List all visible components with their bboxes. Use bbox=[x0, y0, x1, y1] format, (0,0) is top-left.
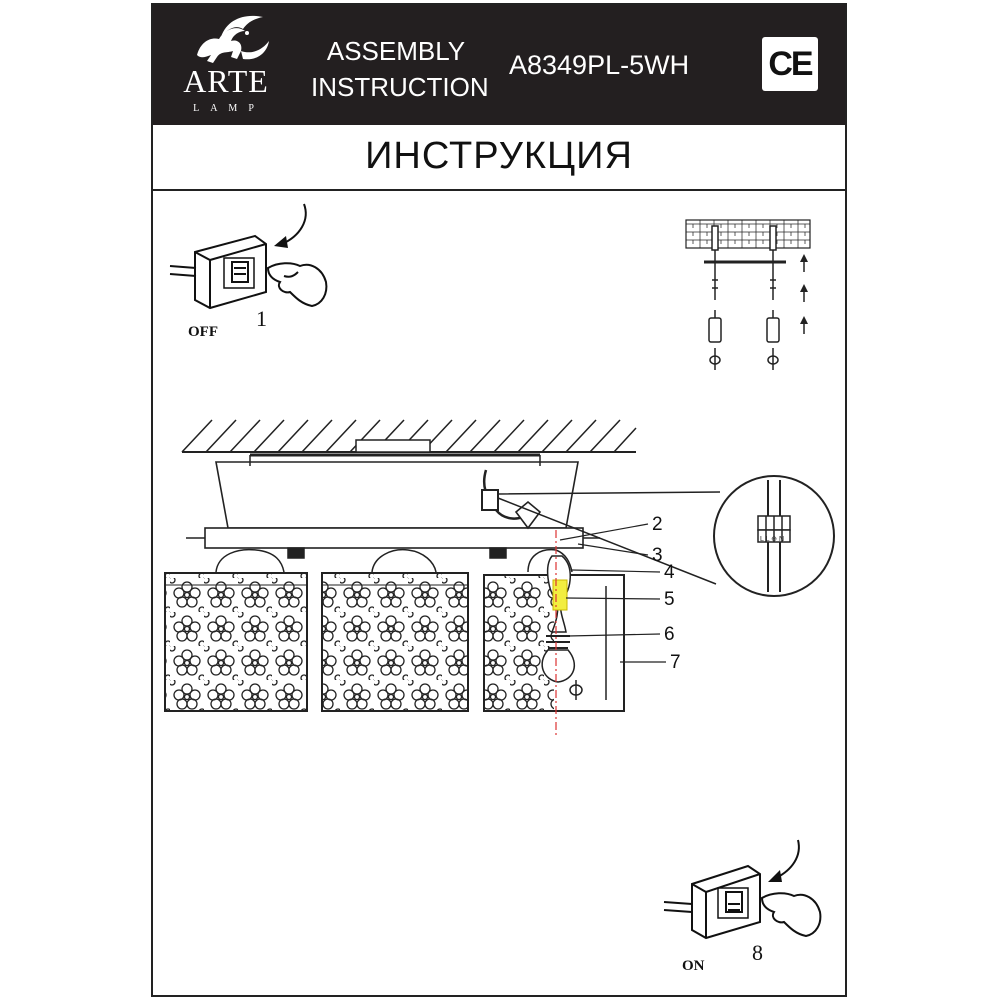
switch-state-off: OFF bbox=[188, 324, 218, 340]
light-bulb bbox=[541, 649, 576, 683]
griffin-logo-icon bbox=[197, 15, 269, 63]
step-number-1: 1 bbox=[256, 306, 267, 331]
shade-middle bbox=[321, 572, 469, 712]
callout-6: 6 bbox=[664, 624, 675, 645]
switch-on-illustration bbox=[663, 839, 822, 940]
instruction-sheet: ARTE LAMP ASSEMBLY INSTRUCTION A8349PL-5… bbox=[151, 3, 847, 997]
arrow-head bbox=[274, 236, 288, 248]
callout-2: 2 bbox=[652, 514, 663, 535]
hand-icon bbox=[266, 262, 328, 308]
callout-4: 4 bbox=[664, 562, 675, 583]
ceiling-hatch bbox=[181, 419, 637, 453]
switch-state-on: ON bbox=[682, 958, 705, 974]
header-bar: ARTE LAMP ASSEMBLY INSTRUCTION A8349PL-5… bbox=[153, 5, 845, 125]
document-type-line1: ASSEMBLY bbox=[326, 36, 466, 66]
callout-3: 3 bbox=[652, 545, 663, 566]
arrow-up-icon bbox=[800, 254, 808, 334]
ceiling bbox=[181, 419, 637, 466]
rotate-icon bbox=[569, 680, 583, 700]
mounting-detail bbox=[685, 219, 811, 370]
switch-icon bbox=[169, 234, 267, 310]
brand-tagline: LAMP bbox=[193, 103, 265, 114]
switch-icon bbox=[663, 864, 761, 940]
page-title: ИНСТРУКЦИЯ bbox=[365, 135, 633, 177]
callout-leaders bbox=[559, 523, 666, 663]
step-number-8: 8 bbox=[752, 940, 763, 965]
connector-block-icon bbox=[481, 489, 499, 511]
ce-mark-text: CE bbox=[768, 45, 813, 83]
canopy bbox=[186, 461, 600, 549]
shade-left bbox=[164, 572, 308, 712]
hand-icon bbox=[760, 892, 822, 938]
model-number: A8349PL-5WH bbox=[509, 50, 690, 80]
document-type-line2: INSTRUCTION bbox=[311, 72, 489, 102]
arrow-head bbox=[768, 870, 782, 882]
svg-text:L L ⊕ N: L L ⊕ N bbox=[760, 536, 784, 543]
ceiling-wall bbox=[685, 219, 811, 249]
callout-5: 5 bbox=[664, 589, 675, 610]
shade-right-exploded bbox=[483, 530, 625, 736]
lamp-socket bbox=[552, 579, 568, 611]
rotate-icon bbox=[709, 348, 779, 370]
ce-mark: CE bbox=[762, 37, 818, 91]
wiring-detail: L L ⊕ N bbox=[497, 475, 835, 597]
title-row: ИНСТРУКЦИЯ bbox=[153, 125, 845, 191]
lamp-holders bbox=[215, 547, 573, 573]
document-type: ASSEMBLY INSTRUCTION bbox=[311, 33, 489, 105]
brand-logo: ARTE LAMP bbox=[167, 11, 285, 119]
callout-7: 7 bbox=[670, 652, 681, 673]
switch-off-illustration bbox=[169, 203, 328, 310]
brand-name: ARTE bbox=[183, 63, 269, 99]
